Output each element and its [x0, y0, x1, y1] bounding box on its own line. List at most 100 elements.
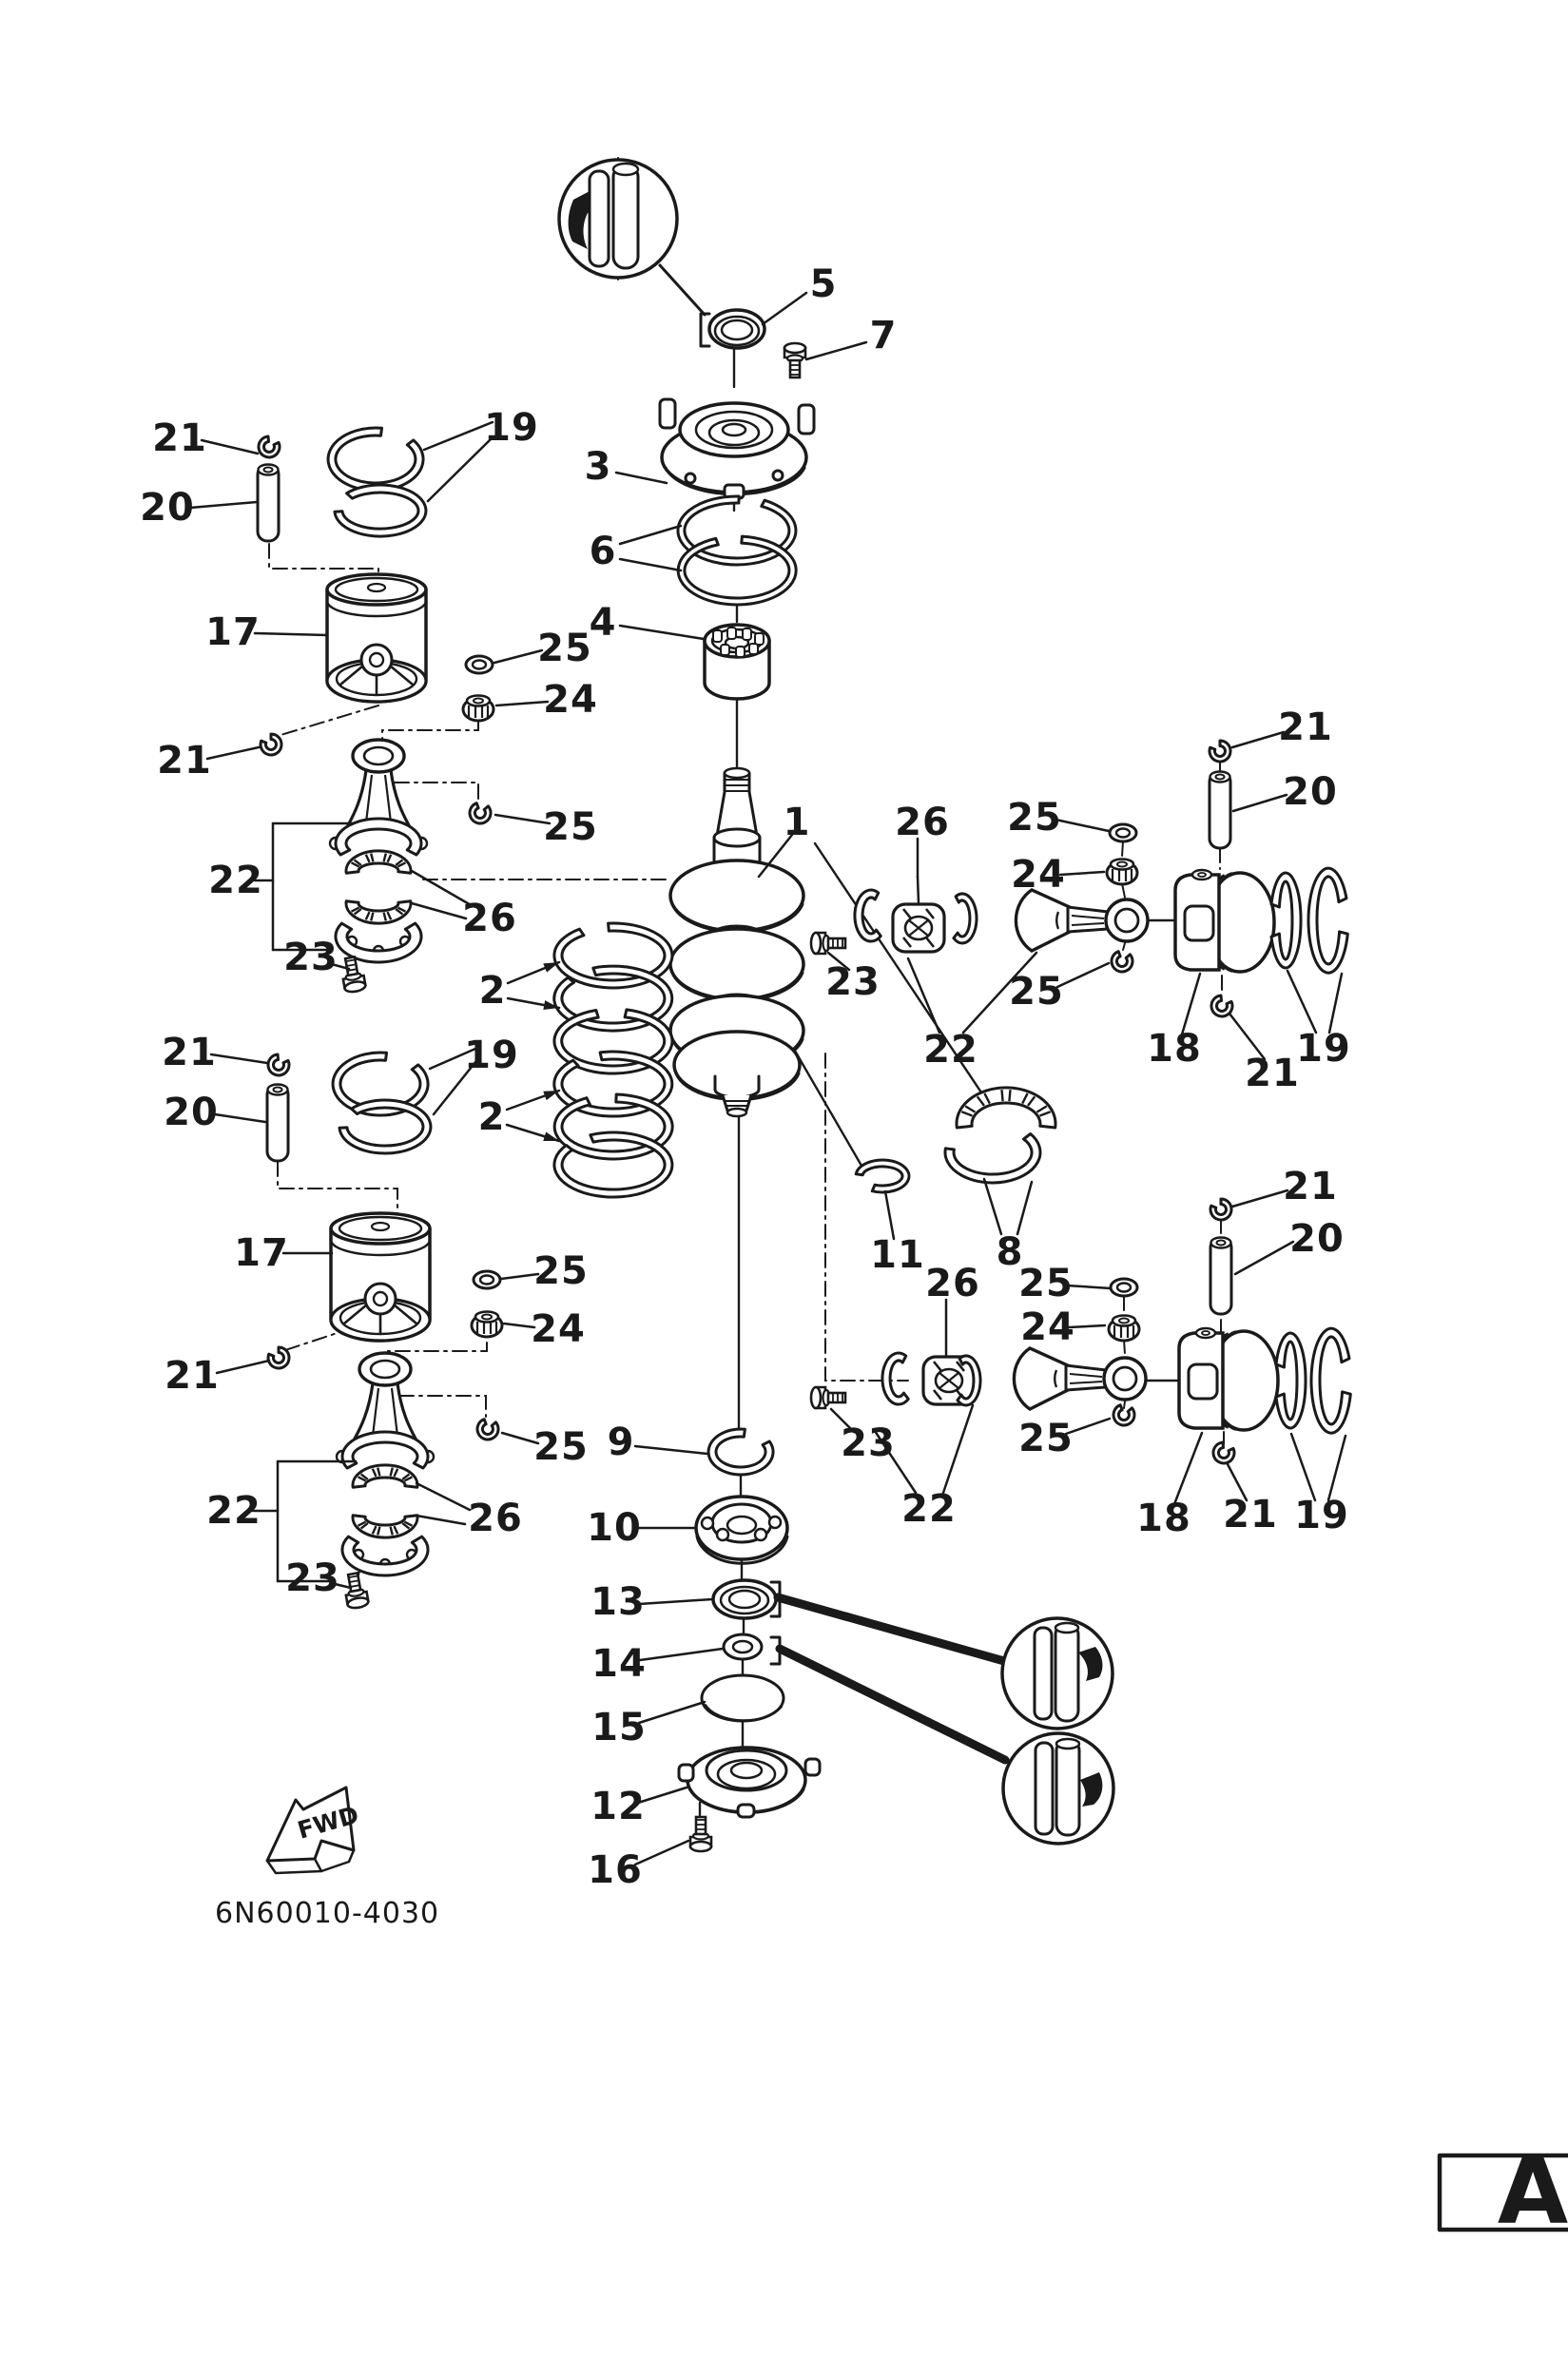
callout-25: 25: [494, 805, 598, 849]
callout-label-25: 25: [1009, 970, 1064, 1014]
bolt: [341, 955, 367, 994]
callout-label-20: 20: [1283, 770, 1338, 814]
pin-clip: [1208, 739, 1232, 763]
ring: [552, 921, 674, 990]
callout-label-20: 20: [164, 1091, 219, 1134]
callout-23: 23: [829, 1407, 895, 1465]
callout-label-24: 24: [543, 678, 598, 722]
callout-25: 25: [1018, 1262, 1113, 1305]
ring: [552, 1050, 674, 1118]
callout-label-6: 6: [590, 530, 617, 573]
ring: [552, 1131, 674, 1199]
piston-pin: [265, 1083, 290, 1163]
callout-21: 21: [157, 739, 261, 783]
bearing-shell: [952, 892, 978, 945]
callout-20: 20: [1233, 1217, 1344, 1276]
pin-clip: [1110, 950, 1134, 974]
callout-8: 8: [982, 1177, 1034, 1274]
ring: [552, 964, 674, 1033]
callout-label-19: 19: [464, 1034, 519, 1077]
thick-leader-line: [773, 1593, 1009, 1666]
callout-label-12: 12: [590, 1785, 646, 1828]
callout-2: 2: [479, 960, 561, 1013]
lock-washer: [1109, 1277, 1139, 1298]
o-ring: [700, 1673, 785, 1723]
callout-12: 12: [590, 1785, 688, 1828]
callout-16: 16: [588, 1839, 690, 1892]
callout-9: 9: [608, 1421, 709, 1464]
bearing-half: [344, 899, 413, 925]
callout-21: 21: [1230, 1165, 1337, 1208]
rod-cap: [334, 921, 423, 964]
callout-26: 26: [415, 1481, 522, 1540]
callout-label-25: 25: [533, 1249, 589, 1293]
callout-18: 18: [1136, 1431, 1204, 1540]
castle-nut: [470, 1310, 504, 1339]
callout-label-14: 14: [591, 1642, 647, 1686]
rod-cap: [340, 1535, 430, 1577]
callout-label-24: 24: [1011, 853, 1066, 897]
bearing-half: [351, 1514, 419, 1539]
callout-22: 22: [873, 1403, 975, 1531]
arrowhead: [543, 1091, 559, 1101]
fwd-arrow: [265, 1786, 356, 1875]
callout-24: 24: [494, 678, 598, 722]
callout-19: 19: [422, 406, 539, 503]
ring: [552, 1008, 674, 1075]
piston: [1177, 1326, 1280, 1432]
ball-bearing: [694, 1495, 789, 1565]
upper-seal-ring: [707, 308, 766, 350]
callout-25: 25: [499, 1249, 589, 1293]
callout-3: 3: [585, 445, 668, 489]
callout-6: 6: [590, 524, 683, 573]
callout-23: 23: [283, 936, 351, 979]
pin-clip: [1209, 1197, 1233, 1222]
pin-clip: [1112, 1403, 1136, 1427]
lower-seal-housing: [677, 1746, 822, 1819]
callout-label-21: 21: [162, 1031, 217, 1074]
clip-icon: [1078, 1647, 1103, 1681]
bearing-cage: [891, 902, 946, 954]
callout-label-25: 25: [1018, 1417, 1074, 1460]
callout-7: 7: [804, 314, 896, 361]
callout-label-2: 2: [479, 969, 507, 1013]
callout-21: 21: [162, 1031, 269, 1074]
bearing-shell: [943, 1132, 1042, 1185]
callout-22: 22: [906, 951, 1038, 1072]
bolt: [809, 931, 847, 956]
callout-20: 20: [1231, 770, 1338, 814]
callout-18: 18: [1147, 972, 1202, 1071]
connecting-rod: [1012, 1346, 1148, 1411]
callout-label-19: 19: [1294, 1494, 1349, 1537]
rod-saddle: [340, 1430, 430, 1470]
piston-ring: [1269, 871, 1303, 970]
callout-label-25: 25: [543, 805, 598, 849]
callout-label-21: 21: [1223, 1493, 1278, 1537]
callout-1: 1: [757, 801, 809, 879]
pin-clip: [257, 435, 281, 459]
callout-label-19: 19: [484, 406, 539, 450]
piston-ring: [333, 483, 428, 538]
bearing-shell: [881, 1351, 910, 1406]
callout-label-13: 13: [590, 1580, 646, 1624]
rod-saddle: [334, 817, 423, 857]
arrowhead: [543, 1000, 559, 1011]
callout-label-24: 24: [1020, 1305, 1075, 1349]
retainer: [707, 1427, 775, 1477]
callout-22: 22: [208, 821, 356, 952]
piston-ring: [1274, 1331, 1307, 1430]
callout-label-23: 23: [283, 936, 339, 979]
callout-21: 21: [1228, 1012, 1299, 1095]
bolt: [344, 1571, 370, 1610]
castle-nut: [1105, 858, 1139, 886]
lock-washer: [464, 654, 494, 675]
callout-label-2: 2: [478, 1095, 506, 1139]
lock-washer: [472, 1269, 502, 1290]
callout-2: 2: [478, 1089, 561, 1143]
arrowhead: [543, 1131, 559, 1142]
pin-clip: [259, 732, 283, 757]
pin-clip: [266, 1053, 291, 1077]
piston-ring: [1309, 1326, 1352, 1435]
bolt: [809, 1385, 847, 1410]
